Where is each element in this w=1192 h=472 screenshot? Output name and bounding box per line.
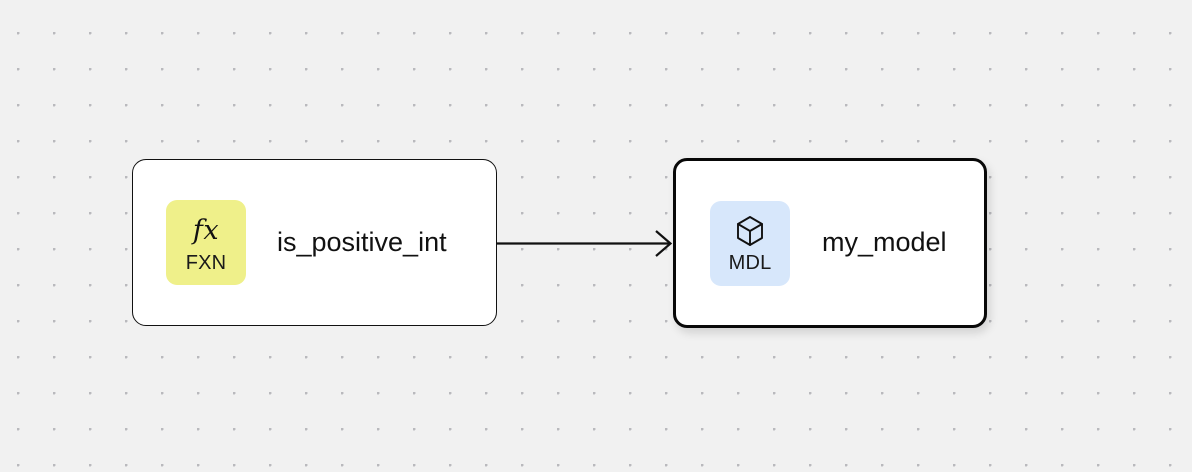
edge-fxn-to-mdl[interactable] — [497, 230, 673, 257]
function-fx-icon: fx — [192, 215, 220, 246]
node-title: is_positive_int — [277, 226, 447, 257]
node-type-badge-label: MDL — [728, 252, 772, 274]
node-type-badge-fxn: fx FXN — [166, 200, 246, 285]
node-type-badge-mdl: MDL — [710, 200, 790, 286]
cube-box-icon — [735, 213, 765, 249]
node-title: my_model — [822, 227, 947, 258]
node-is-positive-int[interactable]: fx FXN is_positive_int — [132, 159, 497, 326]
node-type-badge-label: FXN — [185, 251, 227, 274]
node-my-model[interactable]: MDL my_model — [673, 158, 987, 328]
arrow-head-icon — [655, 230, 673, 257]
